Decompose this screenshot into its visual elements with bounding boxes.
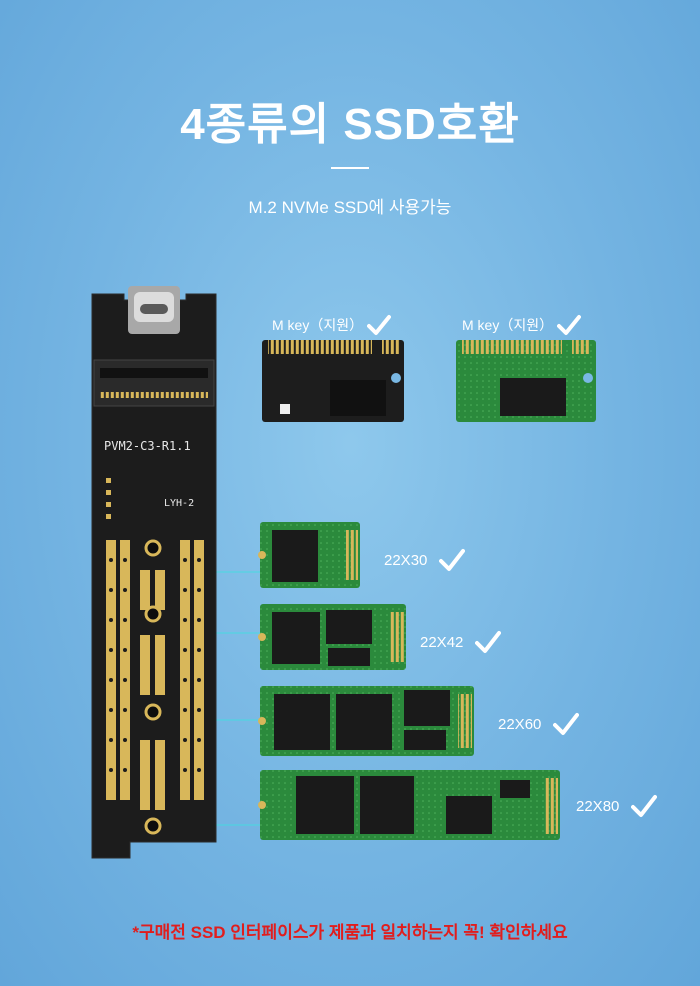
key-type-label-1: M key（지원） [272,314,392,336]
check-icon [475,631,502,653]
check-icon [553,713,580,735]
size-label-2280: 22X80 [576,794,658,818]
board-sub-label: LYH-2 [164,498,194,509]
ssd-2230 [258,522,360,588]
ssd-2280 [258,770,560,840]
key-ssd-green [456,340,596,422]
board-model-label: PVM2-C3-R1.1 [104,439,191,453]
check-icon [367,315,392,335]
check-icon [439,549,466,571]
check-icon [631,795,658,817]
size-label-2260: 22X60 [498,712,580,736]
title-divider [331,167,369,169]
mount-holes [144,539,162,835]
ssd-2260 [258,686,474,756]
key-ssd-black [262,340,404,422]
page-subtitle: M.2 NVMe SSD에 사용가능 [248,198,452,217]
key-type-label-2: M key（지원） [462,314,582,336]
purchase-warning: *구매전 SSD 인터페이스가 제품과 일치하는지 꼭! 확인하세요 [132,923,568,942]
page-title: 4종류의 SSD호환 [180,100,520,149]
gold-rails [106,540,204,810]
m2-slot [93,359,215,407]
usb-c-port [128,286,180,334]
size-label-2230: 22X30 [384,548,466,572]
size-label-2242: 22X42 [420,630,502,654]
check-icon [557,315,582,335]
adapter-board: PVM2-C3-R1.1 LYH-2 [91,286,217,859]
ssd-2242 [258,604,406,670]
